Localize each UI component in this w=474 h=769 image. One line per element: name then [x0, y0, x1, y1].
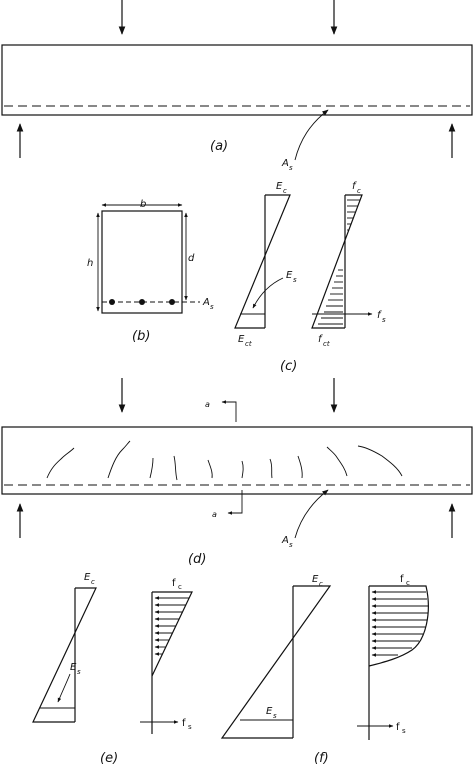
- As-label-sub: s: [289, 164, 293, 172]
- Es-e-label-sub: s: [77, 668, 81, 676]
- d-label: d: [188, 253, 195, 264]
- strain-profile-f: [220, 585, 332, 739]
- stress-hatch: [318, 199, 360, 325]
- As-d-label-sub: s: [289, 541, 293, 549]
- fc-e-label: f: [172, 578, 176, 589]
- As-section-label-sub: s: [210, 303, 214, 311]
- section-cut-bottom: [227, 490, 243, 515]
- As-label: A: [281, 158, 289, 169]
- Ect-label: E: [238, 334, 245, 345]
- Es-f-label-sub: s: [273, 712, 277, 720]
- stress-profile-e: [151, 591, 193, 677]
- strain-profile-e: [32, 587, 97, 723]
- stress-arrows-f: [371, 590, 428, 657]
- panel-c-label: (c): [280, 359, 297, 374]
- h-label: h: [87, 258, 93, 269]
- section-rectangle: [101, 210, 183, 314]
- panel-d-label: (d): [188, 552, 206, 567]
- panel-a-label: (a): [210, 139, 228, 154]
- Ec-e-label: E: [84, 572, 91, 583]
- fs-e-label-sub: s: [188, 723, 192, 731]
- panel-f-label: (f): [314, 751, 329, 766]
- fs-label: f: [377, 310, 382, 321]
- panel-d-beam: a a A s (d): [1, 378, 473, 567]
- beam-uncracked: [1, 44, 473, 116]
- rebar-3: [169, 299, 175, 305]
- Es-label: E: [286, 270, 293, 281]
- fct-label: f: [318, 334, 323, 345]
- rebar-2: [139, 299, 145, 305]
- Ec-f-label: E: [312, 574, 319, 585]
- fc-label: f: [352, 181, 357, 192]
- fc-e-label-sub: c: [178, 583, 182, 591]
- fc-label-sub: c: [357, 187, 361, 195]
- panel-e-distributions: E c E s f c f s (e): [32, 572, 193, 766]
- rebar-1: [109, 299, 115, 305]
- Es-pointer: [252, 277, 284, 309]
- panel-e-label: (e): [100, 751, 118, 766]
- fs-label-sub: s: [382, 316, 386, 324]
- panel-b-label: (b): [132, 329, 150, 344]
- fc-f-label-sub: c: [406, 579, 410, 587]
- Es-pointer-e: [57, 673, 71, 703]
- As-pointer-arrow: [294, 109, 329, 161]
- Ect-label-sub: ct: [245, 340, 252, 348]
- panel-c-distributions: E c E s E ct f c f s: [234, 181, 386, 374]
- Es-e-label: E: [70, 662, 77, 673]
- fc-f-label: f: [400, 574, 404, 585]
- fs-f-label-sub: s: [402, 727, 406, 735]
- Es-f-label: E: [266, 706, 273, 717]
- Ec-label: E: [276, 181, 283, 192]
- As-pointer-arrow-d: [294, 489, 329, 539]
- b-label: b: [140, 199, 146, 210]
- panel-a-beam: A s (a): [1, 0, 473, 172]
- Ec-e-label-sub: c: [91, 578, 95, 586]
- panel-f-distributions: E c E s f c f s (f): [220, 574, 429, 766]
- a-bottom-label: a: [212, 510, 217, 519]
- a-top-label: a: [205, 400, 210, 409]
- stress-profile-f: [368, 585, 429, 667]
- As-d-label: A: [281, 535, 289, 546]
- fs-e-label: f: [182, 718, 186, 729]
- stress-profile: [311, 194, 363, 329]
- section-cut-top: [221, 400, 237, 422]
- beam-cracked: [1, 426, 473, 495]
- fs-f-label: f: [396, 722, 400, 733]
- flexural-cracks: [46, 440, 403, 481]
- Ec-label-sub: c: [283, 187, 287, 195]
- strain-profile: [234, 194, 291, 329]
- stress-arrows-e: [154, 596, 189, 656]
- fct-label-sub: ct: [323, 340, 330, 348]
- As-section-label: A: [202, 297, 210, 308]
- panel-b-section: b h d A s (b): [87, 199, 214, 344]
- Es-label-sub: s: [293, 276, 297, 284]
- Ec-f-label-sub: c: [319, 580, 323, 588]
